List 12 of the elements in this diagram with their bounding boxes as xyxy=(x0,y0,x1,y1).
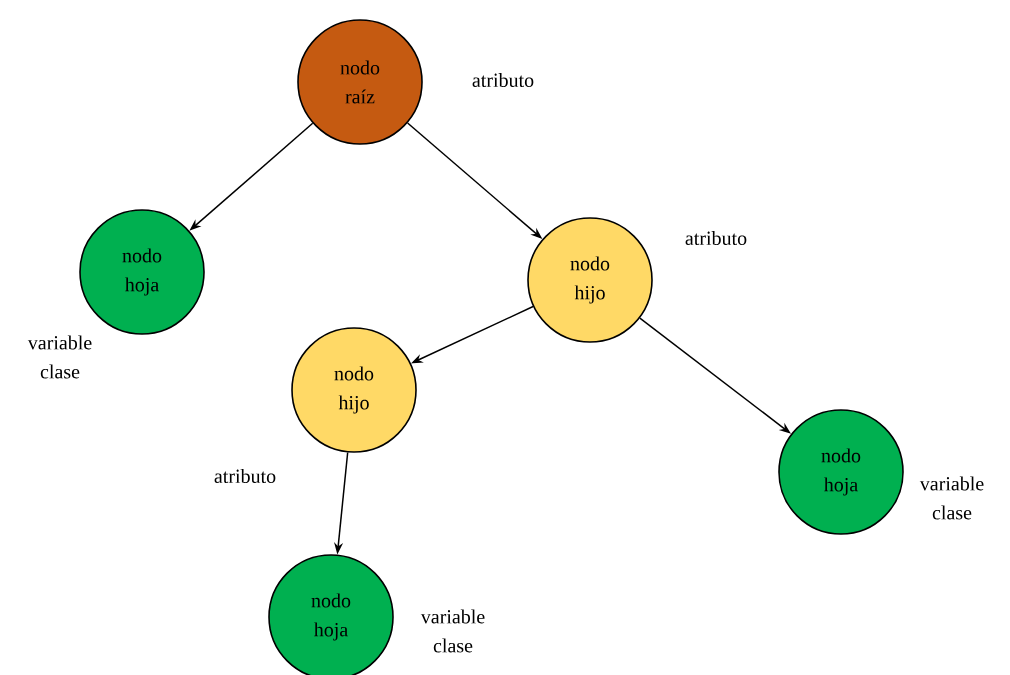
tree-node: nodo hijo xyxy=(527,217,653,343)
node-caption: atributo xyxy=(472,72,534,87)
tree-node: nodo hoja xyxy=(79,209,205,335)
tree-node: nodo hoja xyxy=(778,409,904,535)
node-caption: variable clase xyxy=(420,609,485,653)
node-caption: variable clase xyxy=(919,476,984,520)
tree-node: nodo hijo xyxy=(291,327,417,453)
tree-node: nodo raíz xyxy=(297,19,423,145)
tree-node: nodo hoja xyxy=(268,554,394,675)
node-caption: variable clase xyxy=(27,335,92,379)
node-caption: atributo xyxy=(685,230,747,245)
node-caption: atributo xyxy=(214,468,276,483)
